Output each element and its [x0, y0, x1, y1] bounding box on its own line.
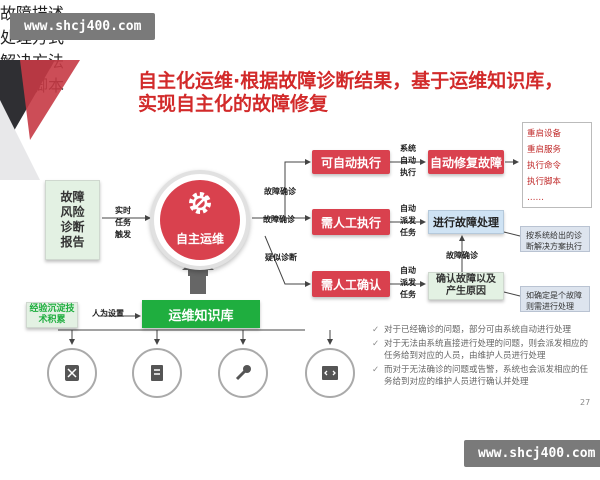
manual-set-label: 人为设置 — [92, 309, 124, 318]
circle-solution-method — [218, 348, 268, 398]
circle-execution-script — [305, 348, 355, 398]
solution-method-icon — [235, 365, 251, 381]
fault-description-icon — [65, 365, 79, 381]
check-icon: ✓ — [372, 325, 380, 335]
trigger-label: 实时任务触发 — [115, 206, 131, 239]
mid-label-bottom: 自动派发任务 — [400, 266, 416, 299]
experience-box: 经验沉淀技术积累 — [26, 302, 78, 328]
action-item: …… — [527, 193, 544, 203]
execution-script-icon — [322, 366, 338, 380]
branch-label-bottom: 疑似诊断 — [265, 253, 297, 262]
fault-report-box: 故障 风险 诊断 报告 — [45, 180, 100, 260]
auto-exec-box: 可自动执行 — [312, 150, 390, 174]
autonomous-ops-hub: 自主运维 — [150, 170, 250, 270]
circle-fault-description — [47, 348, 97, 398]
action-item: 重启服务 — [527, 145, 562, 155]
check-icon: ✓ — [372, 365, 380, 375]
action-item: 重启设备 — [527, 129, 562, 139]
circle-processing-method — [132, 348, 182, 398]
watermark-bottom: www.shcj400.com — [464, 440, 600, 467]
note-middle: 按系统给出的诊断解决方案执行 — [520, 226, 590, 252]
hub-label: 自主运维 — [175, 232, 224, 246]
watermark-top: www.shcj400.com — [10, 13, 156, 40]
gear-icon — [189, 192, 211, 214]
fix-confirm-label: 故障确诊 — [446, 251, 478, 260]
manual-exec-box: 需人工执行 — [312, 209, 390, 235]
branch-label-top: 故障确诊 — [264, 187, 296, 196]
title-line2: 实现自主化的故障修复 — [138, 93, 329, 115]
title-line1: 自主化运维·根据故障诊断结果，基于运维知识库， — [138, 70, 564, 92]
note-bottom: 如确定是个故障则需进行处理 — [520, 286, 590, 312]
bullet-item: ✓对于无法由系统直接进行处理的问题，则会派发相应的任务给到对应的人员，由维护人员… — [372, 339, 589, 361]
bullet-item: ✓而对于无法确诊的问题或告警，系统也会派发相应的任务给到对应的维护人员进行确认并… — [372, 365, 589, 387]
bullet-item: ✓对于已经确诊的问题，部分可由系统自动进行处理 — [372, 325, 572, 335]
mid-label-middle: 自动派发任务 — [400, 204, 416, 237]
check-icon: ✓ — [372, 339, 380, 349]
fix-handle-box: 进行故障处理 — [428, 210, 504, 234]
corner-decoration — [0, 60, 80, 180]
page-title: 自主化运维·根据故障诊断结果，基于运维知识库， 实现自主化的故障修复 — [138, 70, 588, 116]
confirm-cause-box: 确认故障以及产生原因 — [428, 272, 504, 300]
page-number: 27 — [580, 398, 591, 407]
action-item: 执行脚本 — [527, 177, 562, 187]
manual-confirm-box: 需人工确认 — [312, 271, 390, 297]
mid-label-top: 系统自动执行 — [400, 144, 416, 177]
bullet-list: ✓对于已经确诊的问题，部分可由系统自动进行处理 ✓对于无法由系统直接进行处理的问… — [372, 324, 592, 390]
processing-method-icon — [151, 365, 163, 381]
branch-label-middle: 故障确诊 — [263, 215, 295, 224]
action-item: 执行命令 — [527, 161, 562, 171]
auto-repair-box: 自动修复故障 — [428, 150, 504, 174]
action-list: 重启设备 重启服务 执行命令 执行脚本 …… — [522, 122, 592, 208]
knowledge-base-box: 运维知识库 — [142, 300, 260, 328]
